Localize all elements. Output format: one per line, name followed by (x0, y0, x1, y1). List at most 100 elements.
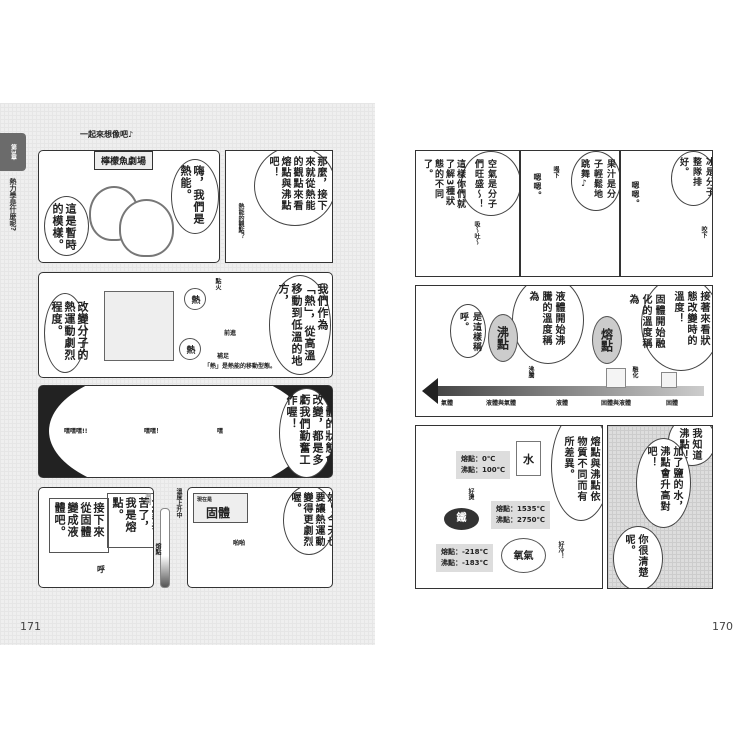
panel-substances: 熔點與沸點依物質不同而有所差異。 熔點：0℃ 沸點：100℃ 水 鐵 熔點：153… (415, 425, 603, 589)
sfx: 嘿嘿！ (144, 428, 163, 435)
label-forward: 前進 (224, 330, 237, 337)
speech-text: 嗨，我們是熱能。 (179, 165, 205, 225)
speech-text: 我知道沸點！ (677, 428, 701, 461)
speech-bubble (450, 304, 486, 358)
speech-text: 果汁是分子輕鬆地跳舞♪ (579, 159, 615, 199)
thermometer-label: 溫度上升中 (175, 488, 182, 518)
state-sign: 現在是 固體 (193, 493, 248, 523)
speech-text: 好～今天也要讓熱運動變得更劇烈喔。 (289, 492, 333, 547)
iron-data: 熔點：1535℃ 沸點：2750℃ (491, 501, 550, 529)
state-label: 液體 (556, 400, 569, 407)
melting-value: 熔點：-218℃ (441, 548, 488, 556)
speech-text: 加了鹽的水，沸點會升高對吧！ (645, 446, 682, 512)
speech-text: 改變分子的熱運動劇烈程度。 (50, 301, 89, 361)
speech-bubble (641, 286, 712, 371)
state-label: 氣體 (441, 400, 454, 407)
melting-value: 熔點：1535℃ (496, 505, 545, 513)
sfx: 好燙 (467, 488, 474, 500)
speech-text: 物體的狀態會改變，都是多虧我們勤奮工作喔！ (285, 394, 333, 466)
ice-cube (661, 372, 677, 388)
sfx: 喝下 (552, 166, 559, 178)
narration-box: 大家辛苦了，我是熔點。 (107, 493, 153, 548)
panel-1: 檸檬魚劇場 嗨，我們是熱能。 這是暫時的模樣。 (38, 150, 220, 263)
speech-bubble (269, 275, 331, 375)
left-page: 第3章 熱力學是什麼呢? 一起來想像吧♪ 檸檬魚劇場 嗨，我們是熱能。 這是暫時… (0, 103, 375, 645)
narration-box: 接下來從固體變成液體吧。 (49, 498, 109, 553)
sign-text: 固體 (206, 506, 231, 520)
page-number: 170 (712, 620, 733, 633)
oxygen-cloud: 氧氣 (501, 538, 546, 573)
banner: 一起來想像吧♪ (80, 130, 134, 139)
panel-state-change: 接著來看狀態改變時的溫度！ 固體開始融化的溫度稱為 熔點 液體開始沸騰的溫度稱為… (415, 285, 713, 417)
speech-bubble (613, 526, 663, 588)
heat-character (119, 199, 174, 257)
panel-4: 嘿嘿嘿!! 嘿嘿！ 嘿 物體的狀態會改變，都是多虧我們勤奮工作喔！ (38, 385, 333, 478)
panel-juice: 果汁是分子輕鬆地跳舞♪ 嗯嗯。 喝下 (520, 150, 620, 277)
chapter-tab: 第3章 (0, 133, 26, 171)
speech-text: 這是暫時的模樣。 (51, 203, 77, 251)
caption-title: 補足 (217, 353, 230, 360)
boiling-point-label: 沸點 (488, 314, 518, 362)
right-page: 空氣是分子們旺盛～！ 這樣你們就了解3種狀態的不同了。 吸～吐～ 果汁是分子輕鬆… (390, 103, 750, 645)
theater-title: 檸檬魚劇場 (94, 151, 154, 170)
melting-value: 熔點：0℃ (461, 455, 496, 463)
panel-2: 那麼，接下來就從熱能的觀點來看熔點與沸點吧！ 熱能的觀點？ (225, 150, 333, 263)
speech-text: 我們作為「熱」，從高溫移動到低溫的地方， (277, 283, 329, 367)
boiling-value: 沸點：100℃ (461, 466, 506, 474)
water-glass: 水 (516, 441, 541, 476)
spotlight (49, 386, 309, 477)
state-label: 固體與液體 (601, 400, 632, 407)
sfx: 啪啪 (233, 540, 246, 547)
speech-bubble (44, 293, 86, 373)
ice-cube (606, 368, 626, 388)
speech-text: 冰是分子整隊排好。 (678, 157, 713, 197)
sfx: 呼 (97, 565, 105, 574)
speech-bubble (551, 426, 602, 521)
speech-text: 熔點與沸點依物質不同而有所差異。 (562, 436, 599, 502)
speech-bubble (671, 151, 712, 206)
sfx: 呵呵 (144, 493, 151, 505)
water-data: 熔點：0℃ 沸點：100℃ (456, 451, 511, 479)
speech-text: 空氣是分子們旺盛～！ (473, 159, 496, 209)
speech-text: 這樣你們就了解3種狀態的不同了。 (422, 159, 465, 209)
state-label: 液體與氣體 (486, 400, 517, 407)
panel-ice: 冰是分子整隊排好。 嗯嗯。 咬下 (620, 150, 713, 277)
speech-bubble (279, 388, 332, 477)
arrow-head-icon (422, 378, 438, 404)
panel-salt-water: 我知道沸點！ 加了鹽的水，沸點會升高對吧！ 你很清楚呢。 (607, 425, 713, 589)
panel-6: 現在是 固體 啪啪 好～今天也要讓熱運動變得更劇烈喔。 (187, 487, 333, 588)
speech-text: 是這樣稱呼。 (458, 312, 481, 352)
speech-bubble (283, 488, 332, 555)
state-label: 固體 (666, 400, 679, 407)
sign-small: 現在是 (197, 497, 213, 503)
caption: 「熱」是熱能的移動型態。 (204, 363, 277, 370)
boiling-value: 沸點：2750℃ (496, 516, 545, 524)
iron-pan: 鐵 (444, 508, 479, 530)
label-boil: 沸騰 (527, 366, 534, 378)
speech-text: 你很清楚呢。 (623, 534, 647, 578)
boiling-value: 沸點：-183℃ (441, 559, 488, 567)
speech-text: 接著來看狀態改變時的溫度！ (672, 291, 709, 346)
sfx: 嘿 (217, 428, 224, 435)
speech-text: 那麼，接下來就從熱能的觀點來看熔點與沸點吧！ (267, 156, 326, 211)
thermometer (160, 508, 170, 588)
speech-bubble (171, 159, 219, 234)
temperature-arrow (434, 386, 704, 396)
sfx: 好冷！ (557, 541, 564, 559)
speech-bubble (254, 151, 332, 226)
chapter-title: 熱力學是什麼呢? (9, 178, 17, 232)
panel-5: 接下來從固體變成液體吧。 大家辛苦了，我是熔點。 呼 呵呵 (38, 487, 154, 588)
label-ignite: 點火 (214, 278, 221, 290)
melting-point-label: 熔點 (592, 316, 622, 364)
speech-text: 嗯嗯。 (533, 173, 542, 200)
panel-3: 熱 熱 點火 前進 補足 「熱」是熱能的移動型態。 我們作為「熱」，從高溫移動到… (38, 272, 333, 378)
label-melt: 融化 (631, 366, 638, 378)
speech-bubble (44, 196, 89, 256)
speech-text: 嗯嗯。 (631, 181, 640, 208)
thermometer-marker: 熔點 (154, 543, 161, 555)
page-number: 171 (20, 620, 41, 633)
heat-particle: 熱 (179, 338, 201, 360)
speech-bubble (636, 438, 691, 528)
sfx: 嘿嘿嘿!! (64, 428, 88, 435)
sfx: 吸～吐～ (473, 221, 480, 245)
